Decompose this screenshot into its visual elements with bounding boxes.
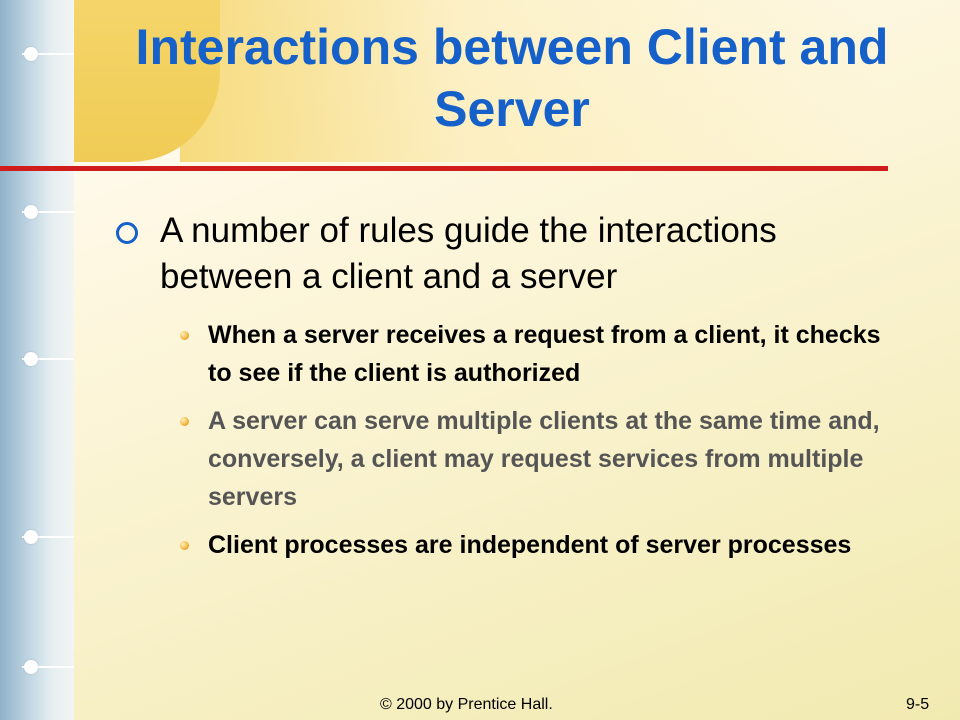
sub-bullet-list: When a server receives a request from a … xyxy=(110,316,910,564)
binder-ring-icon xyxy=(0,47,74,61)
footer-copyright: © 2000 by Prentice Hall. xyxy=(380,696,553,713)
slide-title: Interactions between Client and Server xyxy=(135,19,889,137)
bullet-list: A number of rules guide the interactions… xyxy=(110,208,910,574)
sub-bullet-text: Client processes are independent of serv… xyxy=(208,531,852,559)
binder-strip xyxy=(0,0,74,720)
main-bullet-text: A number of rules guide the interactions… xyxy=(160,211,777,296)
sub-bullet-text: When a server receives a request from a … xyxy=(208,321,881,387)
orange-dot-icon xyxy=(180,541,189,550)
binder-ring-icon xyxy=(0,530,74,544)
hollow-circle-icon xyxy=(116,222,138,244)
main-bullet: A number of rules guide the interactions… xyxy=(110,208,910,300)
title-background-fade xyxy=(180,0,880,162)
binder-ring-icon xyxy=(0,660,74,674)
title-divider xyxy=(0,166,888,171)
orange-dot-icon xyxy=(180,417,189,426)
sub-bullet-item: When a server receives a request from a … xyxy=(110,316,910,392)
sub-bullet-text: A server can serve multiple clients at t… xyxy=(208,407,880,511)
sub-bullet-item: Client processes are independent of serv… xyxy=(110,526,910,564)
orange-dot-icon xyxy=(180,331,189,340)
binder-ring-icon xyxy=(0,205,74,219)
footer-page-number: 9-5 xyxy=(906,696,930,713)
sub-bullet-item: A server can serve multiple clients at t… xyxy=(110,402,910,516)
binder-ring-icon xyxy=(0,352,74,366)
